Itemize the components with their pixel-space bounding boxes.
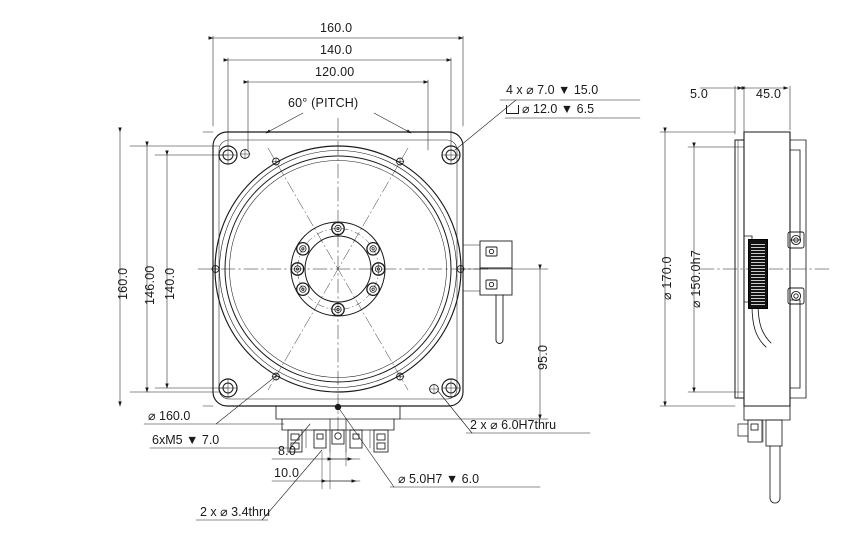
dim-bottom-10: 10.0	[274, 466, 300, 480]
dim-pitch-angle	[265, 112, 412, 134]
leader-dots	[334, 403, 342, 411]
nameplate-print	[751, 243, 765, 305]
dim-pitch-angle: 60° (PITCH)	[288, 96, 359, 110]
callout-small-thru: 2 x ⌀ 3.4thru	[200, 505, 271, 519]
side-bottom-connector	[737, 405, 791, 504]
callout-corner-counterbore-line2-text: ⌀ 12.0 ▼ 6.5	[522, 102, 595, 116]
dim-mounting-hole-pitch-width: 140.0	[320, 43, 353, 57]
dim-lines-front-top	[208, 35, 464, 151]
callout-corner-counterbore-line2: ⌀ 12.0 ▼ 6.5	[506, 103, 594, 116]
front-side-bracket	[462, 240, 513, 344]
dim-95	[399, 264, 549, 420]
callout-dowel-blind: ⌀ 5.0H7 ▼ 6.0	[398, 472, 480, 486]
front-centerlines	[197, 117, 491, 433]
dim-mounting-hole-pitch-height: 140.0	[163, 267, 177, 300]
counterbore-icon	[506, 105, 519, 114]
dim-overall-width: 160.0	[320, 21, 353, 35]
callout-bolt-circle-diameter: ⌀ 160.0	[148, 409, 191, 423]
callout-bolt-circle-thread: 6xM5 ▼ 7.0	[152, 433, 220, 447]
dim-bottom-8-10	[271, 451, 361, 490]
dim-bracket-height: 95.0	[536, 344, 550, 370]
dim-plate-thickness: 5.0	[690, 87, 708, 101]
pitch-construction-lines	[267, 147, 409, 391]
dim-inner-pitch-width: 120.00	[315, 65, 355, 79]
dim-lines-front-left	[118, 127, 229, 407]
callout-corner-counterbore-line1: 4 x ⌀ 7.0 ▼ 15.0	[506, 83, 599, 97]
dim-fit-diameter: ⌀ 150.0h7	[689, 250, 703, 308]
front-bottom-connector	[275, 405, 401, 453]
dim-lines-side	[659, 85, 791, 407]
product-nameplate	[748, 239, 768, 309]
dim-outer-diameter: ⌀ 170.0	[660, 256, 674, 300]
front-body-outline	[212, 131, 464, 407]
dim-overall-height: 160.0	[116, 267, 130, 300]
dim-body-height: 146.00	[143, 265, 157, 305]
corner-small-hole-group	[239, 148, 440, 395]
callout-dowel-thru: 2 x ⌀ 6.0H7thru	[470, 418, 557, 432]
leader-lines	[143, 99, 641, 521]
dim-body-depth: 45.0	[756, 87, 782, 101]
dim-bottom-8: 8.0	[278, 444, 296, 458]
side-mount-boss-group	[787, 231, 805, 305]
